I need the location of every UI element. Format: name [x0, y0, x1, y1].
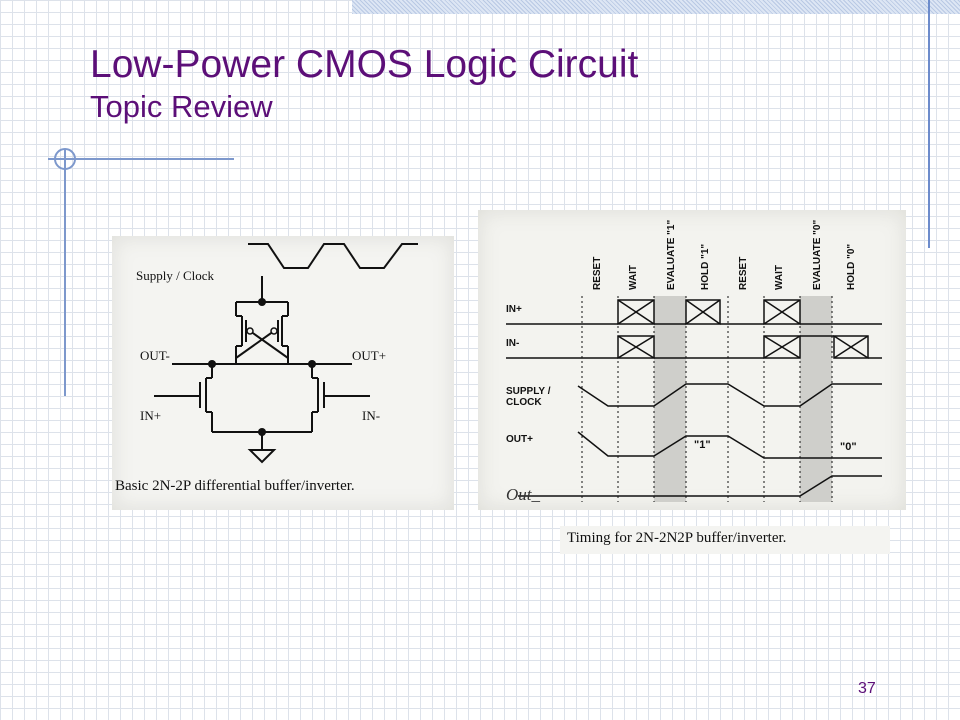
in-minus-label: IN- [362, 408, 380, 423]
phase-label: HOLD "0" [846, 244, 857, 290]
one-annotation: "1" [694, 439, 711, 451]
timing-caption-background [560, 526, 890, 554]
decor-horizontal-line [48, 158, 234, 160]
in-plus-label: IN+ [140, 408, 161, 423]
timing-figure: RESET WAIT EVALUATE "1" HOLD "1" RESET W… [478, 210, 906, 510]
circuit-caption: Basic 2N-2P differential buffer/inverter… [115, 478, 355, 494]
phase-label: EVALUATE "0" [812, 220, 823, 290]
phase-label: WAIT [774, 265, 785, 290]
title-block: Low-Power CMOS Logic Circuit Topic Revie… [90, 42, 638, 126]
signal-label: CLOCK [506, 397, 542, 408]
timing-diagram: RESET WAIT EVALUATE "1" HOLD "1" RESET W… [506, 220, 882, 504]
signal-label: IN+ [506, 304, 522, 315]
signal-label: IN- [506, 338, 519, 349]
right-decor-line [928, 0, 930, 248]
circuit-figure: Supply / Clock OUT- OUT+ IN+ IN- [112, 236, 454, 510]
page-number: 37 [858, 680, 876, 697]
supply-label: Supply / Clock [136, 268, 215, 283]
decor-vertical-line [64, 150, 66, 396]
zero-annotation: "0" [840, 441, 857, 453]
timing-caption: Timing for 2N-2N2P buffer/inverter. [567, 530, 787, 546]
signal-label: OUT+ [506, 434, 533, 445]
phase-label: RESET [738, 257, 749, 290]
phase-label: RESET [592, 257, 603, 290]
out-minus-label: OUT- [140, 348, 170, 363]
slide-title: Low-Power CMOS Logic Circuit [90, 43, 639, 86]
phase-label: WAIT [628, 265, 639, 290]
signal-label: SUPPLY / [506, 386, 551, 397]
handwritten-out-label: Out_ [506, 485, 541, 504]
decor-circle [54, 148, 76, 170]
out-plus-label: OUT+ [352, 348, 386, 363]
circuit-diagram: Supply / Clock OUT- OUT+ IN+ IN- [136, 243, 418, 464]
phase-label: HOLD "1" [700, 244, 711, 290]
top-decor-bar [352, 0, 960, 14]
slide-subtitle: Topic Review [90, 89, 273, 124]
phase-label: EVALUATE "1" [666, 220, 677, 290]
